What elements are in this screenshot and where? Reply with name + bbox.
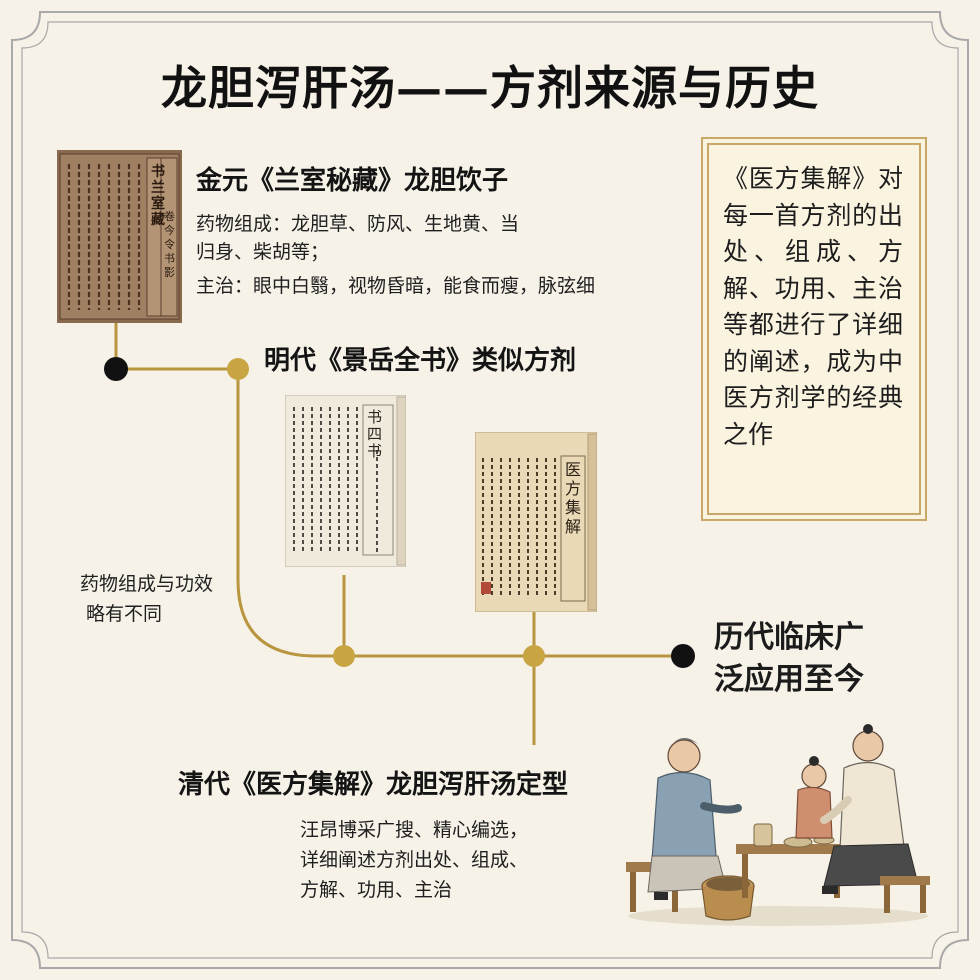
today-line1: 历代临床广: [714, 620, 864, 655]
jinyuan-composition-line1: 药物组成：龙胆草、防风、生地黄、当: [196, 213, 520, 235]
ming-title: 明代《景岳全书》类似方剂: [264, 346, 577, 376]
qing-desc-line3: 方解、功用、主治: [300, 879, 453, 901]
book1-subtitle: 卷今令书影: [164, 210, 175, 279]
qing-title: 清代《医方集解》龙胆泻肝汤定型: [178, 770, 569, 800]
qing-desc-line1: 汪昂博采广搜、精心编选，: [300, 819, 529, 841]
book-image-lanshimicang: 书兰室藏 卷今令书影: [57, 150, 182, 323]
side-note-text: 《医方集解》对每一首方剂的出处、组成、方解、功用、主治等都进行了详细的阐述，成为…: [723, 164, 903, 449]
qing-desc-line2: 详细阐述方剂出处、组成、: [300, 849, 529, 871]
side-note-box: 《医方集解》对每一首方剂的出处、组成、方解、功用、主治等都进行了详细的阐述，成为…: [707, 143, 921, 515]
node-start: [104, 357, 128, 381]
jinyuan-composition-line2: 归身、柴胡等；: [196, 241, 330, 263]
node-ming: [227, 358, 249, 380]
branch-note-line2: 略有不同: [86, 603, 163, 625]
node-end: [671, 644, 695, 668]
page-title: 龙胆泻肝汤——方剂来源与历史: [161, 61, 819, 115]
node-junction-2: [523, 645, 545, 667]
jinyuan-title: 金元《兰室秘藏》龙胆饮子: [196, 166, 509, 196]
book-image-yifangjijie: 医方集解: [474, 431, 598, 613]
node-junction-1: [333, 645, 355, 667]
book-image-jingyuequanshu: 书四书: [284, 394, 407, 568]
book2-title: 书四书: [367, 408, 383, 460]
today-line2: 泛应用至今: [714, 662, 864, 697]
book1-title: 书兰室藏: [151, 164, 165, 228]
figures-illustration: [626, 724, 930, 926]
branch-note-line1: 药物组成与功效: [80, 573, 214, 595]
jinyuan-indication: 主治：眼中白翳，视物昏暗，能食而瘦，脉弦细: [196, 275, 596, 297]
book3-title: 医方集解: [565, 460, 582, 536]
